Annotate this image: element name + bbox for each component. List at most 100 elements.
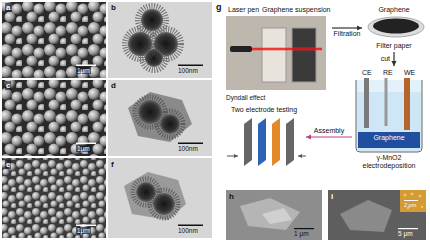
- scale-label: 100nm: [178, 145, 198, 152]
- device-box: Two electrode testing: [222, 104, 306, 170]
- tem-panel-f-part-part: [133, 179, 159, 205]
- node-text: CE: [362, 69, 372, 77]
- graphene-disk-part: [373, 19, 419, 34]
- sem-panel-i-part: [400, 190, 426, 212]
- two-electrode-device: [227, 118, 306, 166]
- panel-letter: c: [5, 81, 11, 90]
- node-text: Graphene: [352, 134, 426, 142]
- edge-label: Filtration: [333, 30, 362, 38]
- node-text: Two electrode testing: [222, 106, 306, 114]
- scale-label: 1μm: [76, 67, 91, 74]
- panel-letter: i: [331, 192, 333, 201]
- tem-panel-b: [108, 2, 212, 78]
- tem-panel-f-part: [124, 172, 186, 220]
- panel-letter: b: [111, 3, 116, 12]
- tyndall-photo-part: [226, 16, 326, 90]
- panel-letter: g: [216, 2, 222, 12]
- node-text: RE: [383, 69, 393, 77]
- sem-panel-i-part-part: [419, 195, 422, 198]
- tem-panel-d: [108, 80, 212, 156]
- tem-panel-b-part: [125, 6, 181, 70]
- arrow-head: [306, 134, 311, 139]
- two-electrode-device-part: [272, 118, 280, 166]
- two-electrode-device-part: [258, 118, 266, 166]
- sem-panel-i-part-part: [411, 193, 414, 196]
- sem-panel-i-part-part: [404, 194, 407, 197]
- scale-label: 100nm: [178, 67, 198, 74]
- two-electrode-device-part: [286, 118, 294, 166]
- two-electrode-device-part: [298, 154, 302, 158]
- node-text: Graphene: [362, 6, 426, 14]
- panel-letter: e: [5, 160, 11, 169]
- sem-panel-a-part: [2, 2, 106, 78]
- tem-panel-d-part: [128, 92, 192, 142]
- tem-panel-b-part-part: [142, 46, 166, 70]
- scale-label: 100nm: [178, 227, 198, 234]
- tyndall-photo-part: [292, 28, 316, 82]
- edge-label: cut: [380, 55, 391, 63]
- sem-panel-i-part: [404, 200, 418, 201]
- sem-panel-h: [226, 190, 322, 240]
- scale-label: 1 μm: [294, 230, 309, 237]
- two-electrode-device-part: [234, 154, 238, 158]
- two-electrode-device-part: [244, 118, 252, 166]
- scale-label: 5 μm: [398, 230, 413, 237]
- sem-panel-h-part: [294, 228, 314, 229]
- tyndall-photo-part: [230, 46, 252, 52]
- sem-panel-h-part: [226, 190, 322, 240]
- graphene-disk-part: [368, 17, 424, 37]
- node-text: Laser pen: [228, 6, 259, 14]
- tem-panel-d-part: [138, 100, 162, 124]
- tem-panel-d-part: [178, 143, 203, 145]
- graphene-disk-box: GrapheneFilter paper: [362, 4, 426, 52]
- node-text: Filter paper: [362, 42, 426, 50]
- sem-panel-h-part: [240, 198, 300, 230]
- photo-panel: Laser penGraphene suspension: [226, 4, 332, 92]
- tem-panel-b-part-part: [141, 9, 163, 31]
- scale-label: 1μm: [76, 145, 91, 152]
- sem-panel-h-part: [262, 208, 292, 224]
- electrochemical-cell-part: [385, 78, 388, 126]
- tem-panel-d-part: [135, 97, 183, 137]
- flow-arrow: [391, 52, 396, 66]
- arrow-line: [306, 136, 352, 137]
- sem-panel-i: [328, 190, 426, 240]
- panel-letter: a: [5, 3, 11, 12]
- tem-panel-d-part-part: [135, 97, 165, 127]
- flow-arrow: [306, 134, 352, 139]
- tem-panel-b-part: [178, 65, 203, 67]
- scale-label: 2 μm: [404, 202, 416, 208]
- electrochemical-cell-part: [364, 78, 369, 128]
- tem-panel-f: [108, 158, 212, 238]
- sem-panel-i-part: [404, 193, 424, 210]
- graphene-disk: [368, 17, 424, 37]
- tem-panel-f-part: [178, 225, 203, 227]
- arrow-head: [391, 61, 396, 66]
- edge-label: Assembly: [313, 127, 345, 135]
- tyndall-photo: [226, 16, 326, 90]
- tyndall-photo-part: [262, 28, 286, 82]
- cell-box: CEREWEGrapheneγ-MnO2 electrodeposition: [352, 66, 426, 182]
- node-text: Graphene suspension: [262, 6, 331, 14]
- sem-panel-a: [2, 2, 106, 78]
- tem-panel-d-part: [108, 80, 212, 156]
- sem-panel-i-part: [398, 228, 418, 229]
- tyndall-photo-part: [252, 47, 322, 51]
- sem-panel-c: [2, 80, 106, 156]
- electrochemical-cell-part: [404, 78, 410, 130]
- sem-panel-e: [2, 158, 106, 238]
- panel-letter: d: [111, 81, 116, 90]
- panel-letter: f: [111, 160, 114, 169]
- tem-panel-d-part-part: [157, 111, 183, 137]
- scale-label: 1μm: [76, 227, 91, 234]
- tyndall-photo-part: [252, 48, 322, 49]
- photo-caption: Dyndall effect: [226, 94, 265, 101]
- tem-panel-f-part: [133, 179, 178, 218]
- tem-panel-f-part-part: [150, 190, 178, 218]
- tem-panel-b-part: [108, 2, 212, 78]
- tem-panel-f-part: [108, 158, 212, 238]
- sem-panel-e-part: [2, 158, 106, 238]
